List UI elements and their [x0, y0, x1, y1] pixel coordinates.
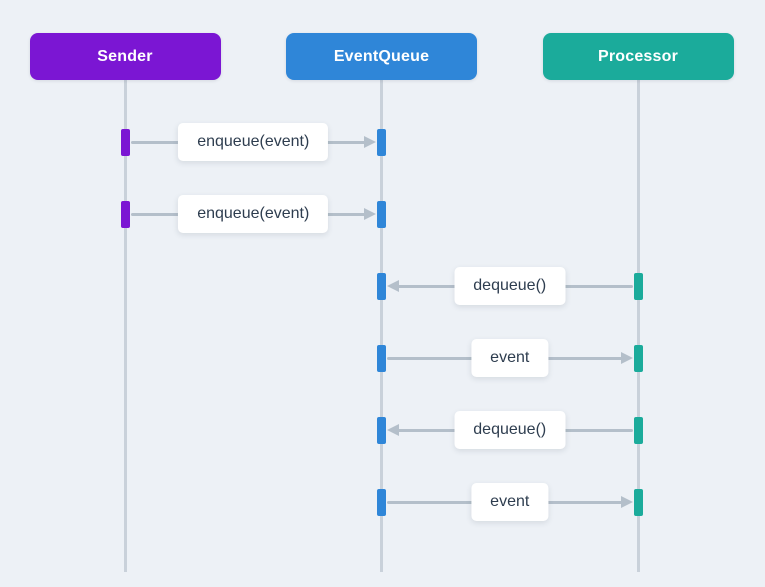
- arrowhead-left-icon: [387, 424, 399, 436]
- actor-header-processor: Processor: [542, 33, 734, 80]
- activation-bar-processor: [633, 416, 643, 444]
- activation-bar-eventqueue: [377, 272, 386, 300]
- arrowhead-right-icon: [364, 136, 376, 148]
- lifeline-sender: [123, 80, 127, 572]
- activation-bar-processor: [633, 488, 643, 516]
- message-label: dequeue(): [454, 267, 566, 305]
- lifeline-eventqueue: [380, 80, 383, 572]
- message-label: enqueue(event): [178, 123, 329, 161]
- actor-header-sender: Sender: [29, 33, 221, 80]
- activation-bar-eventqueue: [377, 344, 386, 372]
- activation-bar-processor: [633, 344, 643, 372]
- arrowhead-left-icon: [387, 280, 399, 292]
- arrowhead-right-icon: [620, 352, 633, 364]
- message-label: event: [471, 483, 549, 521]
- activation-bar-eventqueue: [377, 200, 386, 228]
- activation-bar-sender: [120, 128, 130, 156]
- arrowhead-right-icon: [620, 496, 633, 508]
- activation-bar-sender: [120, 200, 130, 228]
- message-label: dequeue(): [454, 411, 566, 449]
- activation-bar-processor: [633, 272, 643, 300]
- activation-bar-eventqueue: [377, 416, 386, 444]
- actor-header-eventqueue: EventQueue: [286, 33, 477, 80]
- lifeline-processor: [636, 80, 640, 572]
- arrowhead-right-icon: [364, 208, 376, 220]
- message-label: event: [471, 339, 549, 377]
- activation-bar-eventqueue: [377, 488, 386, 516]
- message-label: enqueue(event): [178, 195, 329, 233]
- activation-bar-eventqueue: [377, 128, 386, 156]
